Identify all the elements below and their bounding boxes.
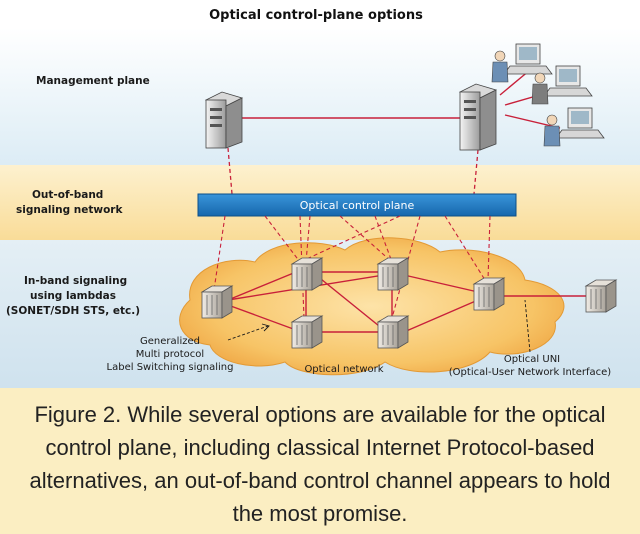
- optical-uni-label-line2: (Optical-User Network Interface): [449, 367, 612, 378]
- operator-workstation-1: [491, 43, 553, 83]
- management-server-left: [204, 91, 244, 149]
- out-of-band-label-line1: Out-of-band: [32, 189, 103, 201]
- gmpls-label-line3: Label Switching signaling: [107, 362, 234, 373]
- figure-caption: Figure 2. While several options are avai…: [29, 402, 611, 526]
- optical-node-top-right: [376, 257, 410, 291]
- optical-control-plane-diagram: Optical control-plane options Management…: [0, 8, 640, 388]
- optical-node-edge-right: [472, 277, 506, 311]
- operator-workstation-3: [543, 107, 605, 147]
- gmpls-label-line1: Generalized: [140, 336, 200, 347]
- in-band-label-line1: In-band signaling: [24, 275, 127, 287]
- management-server-right: [458, 83, 498, 151]
- optical-node-edge-left: [200, 285, 234, 319]
- optical-node-bottom-right: [376, 315, 410, 349]
- in-band-label-line3: (SONET/SDH STS, etc.): [6, 305, 140, 317]
- out-of-band-label-line2: signaling network: [16, 204, 123, 216]
- management-plane-label: Management plane: [36, 75, 150, 87]
- operator-workstation-2: [531, 65, 593, 105]
- optical-node-bottom-center: [290, 315, 324, 349]
- optical-control-plane-bar: Optical control plane: [197, 193, 517, 217]
- gmpls-label-line2: Multi protocol: [136, 349, 204, 360]
- client-node-external: [584, 279, 618, 313]
- optical-control-plane-label: Optical control plane: [300, 199, 415, 212]
- optical-network-label: Optical network: [304, 364, 383, 375]
- figure-caption-panel: Figure 2. While several options are avai…: [0, 388, 640, 534]
- gmpls-arrow: [227, 323, 270, 341]
- in-band-label-line2: using lambdas: [30, 290, 116, 302]
- uni-arrow: [524, 299, 531, 353]
- diagram-title: Optical control-plane options: [209, 8, 423, 23]
- optical-network-cloud: [179, 237, 565, 376]
- optical-node-top-center: [290, 257, 324, 291]
- optical-uni-label-line1: Optical UNI: [504, 354, 560, 365]
- control-plane-vertical-links: [227, 147, 479, 195]
